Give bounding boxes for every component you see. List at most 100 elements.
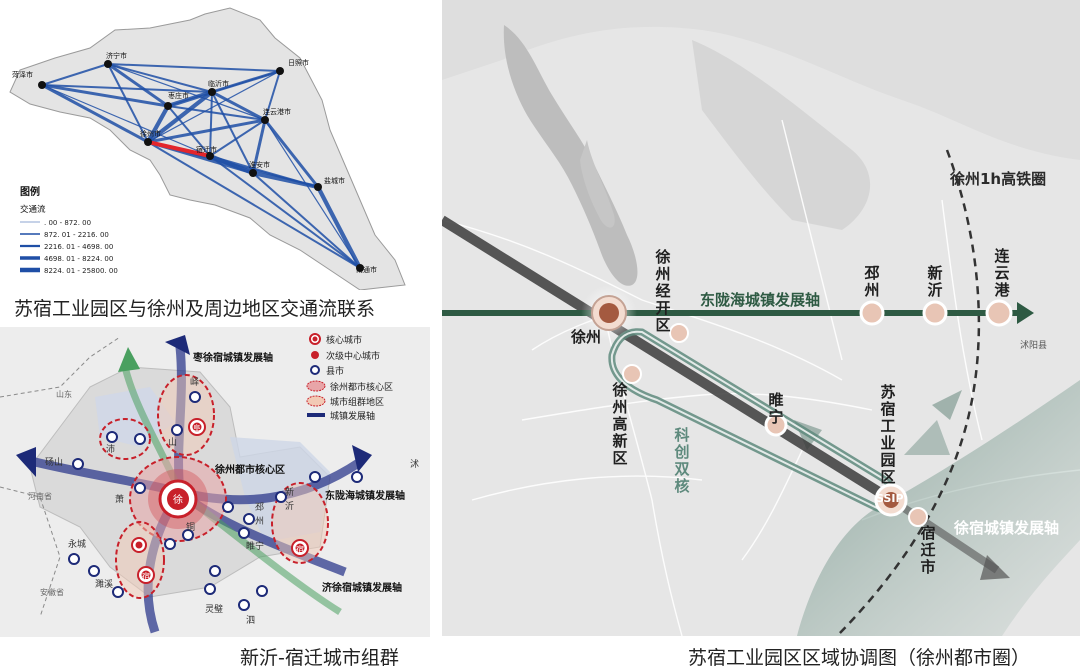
label-pei: 沛 [106, 443, 115, 455]
flow-link-yancheng-nantong [316, 186, 362, 269]
development-fan [797, 380, 1080, 636]
label-suining: 睢宁 [246, 540, 264, 552]
flow-link-jining-lianyungang [107, 63, 266, 121]
city-dot-heze [38, 81, 46, 89]
city-label-xuzhou: 徐州市 [140, 129, 161, 138]
legend-county: 县市 [326, 365, 344, 377]
city-dot-jining [104, 60, 112, 68]
flow-link-heze-xuzhou [41, 83, 149, 144]
flow-link-heze-suqian [41, 84, 211, 157]
node-pizhou: 邳州 [863, 264, 879, 299]
city-dot-yancheng [314, 183, 322, 191]
city-dot-suqian [206, 152, 214, 160]
city-label-lianyungang: 连云港市 [263, 107, 291, 116]
label-shan: 山 [168, 437, 177, 448]
xuzhou-core: 徐 [148, 469, 208, 529]
legend-axis: 城镇发展轴 [330, 410, 375, 422]
label-yongcheng: 永城 [68, 538, 86, 550]
city-label-zaozhuang: 枣庄市 [168, 91, 189, 100]
region-nodes [581, 285, 1013, 527]
flow-link-huaian-nantong [252, 172, 361, 269]
cluster-legend: 核心城市 次级中心城市 县市 徐州都市核心区 城市组群地区 城镇发展轴 [306, 333, 393, 422]
flow-link-linyi-suqian [209, 91, 213, 157]
city-dot-zaozhuang [164, 102, 172, 110]
flow-link-xuzhou-nantong [147, 141, 361, 269]
legend-item-4: 4698. 01 - 8224. 00 [44, 255, 113, 263]
regional-coordination-map: 徐州1h高铁圈 东陇海城镇发展轴 徐宿城镇发展轴 SSIP 徐州 沭阳县 徐州经… [442, 0, 1080, 636]
label-fu: 阜 [193, 423, 201, 433]
city-label-jining: 济宁市 [106, 51, 127, 60]
flow-link-jining-linyi [107, 63, 213, 93]
label-ring: 徐州1h高铁圈 [949, 170, 1046, 188]
label-zhou: 州 [255, 516, 264, 527]
legend-metro-core: 徐州都市核心区 [330, 381, 393, 393]
city-label-heze: 菏泽市 [12, 70, 33, 79]
city-dot-nantong [356, 264, 364, 272]
label-shuyang: 沭阳县 [1020, 339, 1047, 351]
label-shandong: 山东 [56, 389, 72, 399]
legend-item-2: 872. 01 - 2216. 00 [44, 231, 109, 239]
flow-link-jining-zaozhuang [107, 62, 169, 108]
node-lianyungang: 连云港 [994, 247, 1010, 299]
legend-subtitle: 交通流 [20, 204, 46, 215]
cluster-svg: 徐 核心城市 次级中心城市 [0, 327, 430, 637]
flow-link-linyi-lianyungang [211, 90, 266, 122]
city-dot-xuzhou [144, 138, 152, 146]
label-donglonghai-axis: 东陇海城镇发展轴 [325, 489, 405, 502]
flow-link-lianyungang-nantong [264, 119, 361, 269]
label-tong: 铜 [186, 521, 195, 533]
label-xuzhou-core: 徐州都市核心区 [214, 463, 285, 476]
flow-link-linyi-zaozhuang [167, 89, 213, 109]
city-label-suqian: 宿迁市 [196, 145, 217, 154]
node-xuzhou-hitech: 徐州高新区 [611, 381, 627, 467]
label-shuyang: 沭 [410, 458, 419, 470]
label-shui: 濉溪 [95, 578, 113, 590]
legend-item-3: 2216. 01 - 4698. 00 [44, 243, 113, 251]
flow-link-zaozhuang-xuzhou [146, 104, 170, 144]
legend-cluster-area: 城市组群地区 [330, 396, 384, 408]
legend-item-5: 8224. 01 - 25800. 00 [44, 267, 118, 275]
flow-link-lianyungang-suqian [209, 119, 266, 157]
flow-link-linyi-xuzhou [146, 90, 214, 144]
caption-traffic-map: 苏宿工业园区与徐州及周边地区交通流联系 [14, 298, 376, 320]
legend-item-1: . 00 - 872. 00 [44, 219, 91, 227]
label-southeast-axis: 徐宿城镇发展轴 [953, 519, 1059, 537]
sub-center-dots [131, 418, 309, 584]
flow-link-jining-rizhao [107, 63, 281, 72]
flow-link-heze-jining [41, 63, 109, 86]
node-suqian: 宿迁市 [920, 524, 935, 576]
label-shu: 宿 [142, 571, 150, 581]
flow-link-heze-zaozhuang [41, 83, 169, 108]
flow-link-suqian-nantong [209, 155, 361, 269]
flow-link-zaozhuang-lianyungang [167, 105, 266, 121]
node-xinyi: 新沂 [927, 264, 942, 299]
flow-lines [41, 62, 362, 269]
label-yong: 砀山 [45, 457, 63, 468]
flow-link-highlight-xuzhou-suqian [147, 140, 211, 158]
city-cluster-map: 徐 核心城市 次级中心城市 [0, 327, 430, 637]
node-suining: 睢宁 [768, 391, 783, 426]
label-xu: 徐 [173, 493, 183, 506]
label-sip-code: SSIP [876, 492, 904, 505]
caption-cluster-map: 新沂-宿迁城市组群 [240, 647, 399, 669]
label-yi2: 沂 [285, 500, 294, 512]
label-east-axis: 东陇海城镇发展轴 [700, 291, 820, 309]
city-label-rizhao: 日照市 [288, 58, 309, 67]
caption-region-map: 苏宿工业园区区域协调图（徐州都市圈） [688, 647, 1031, 669]
county-dots [68, 391, 363, 611]
label-pi: 邳 [255, 502, 264, 513]
label-henan: 河南省 [28, 491, 52, 501]
node-twin-core: 科创双核 [673, 426, 689, 495]
legend-core-city: 核心城市 [326, 334, 362, 346]
label-zaoxu-axis: 枣徐宿城镇发展轴 [192, 351, 273, 364]
label-xin: 新 [285, 486, 294, 498]
city-dot-rizhao [276, 67, 284, 75]
label-jixusu-axis: 济徐宿城镇发展轴 [322, 581, 402, 594]
region-svg: 徐州1h高铁圈 东陇海城镇发展轴 徐宿城镇发展轴 SSIP 徐州 沭阳县 徐州经… [442, 0, 1080, 636]
city-dot-linyi [208, 88, 216, 96]
flow-link-lianyungang-yancheng [263, 119, 320, 188]
label-xiao: 萧 [115, 493, 124, 505]
